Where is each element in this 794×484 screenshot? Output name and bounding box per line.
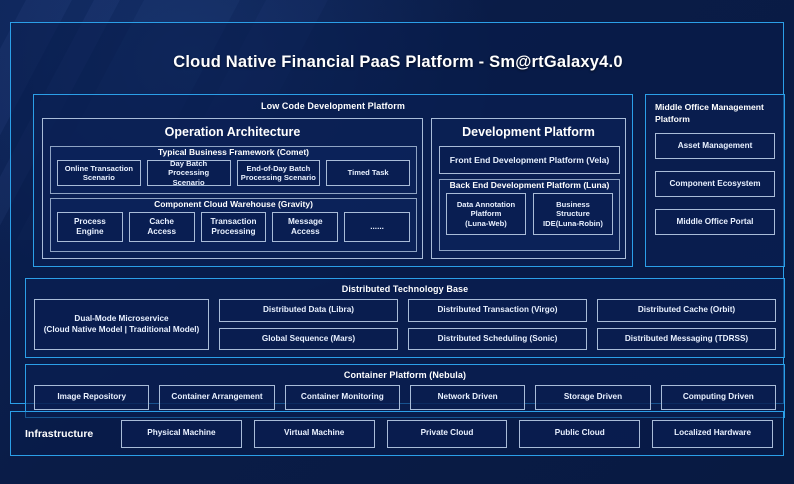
node-distributed-transaction[interactable]: Distributed Transaction (Virgo)	[408, 299, 587, 322]
node-global-sequence[interactable]: Global Sequence (Mars)	[219, 327, 398, 350]
node-distributed-cache[interactable]: Distributed Cache (Orbit)	[597, 299, 776, 322]
page-title: Cloud Native Financial PaaS Platform - S…	[173, 53, 623, 71]
section-title-low-code: Low Code Development Platform	[261, 101, 405, 111]
distributed-grid: Dual-Mode Microservice (Cloud Native Mod…	[34, 299, 776, 350]
chip-row-component-cloud: Process Engine Cache Access Transaction …	[51, 209, 416, 242]
section-distributed-technology-base: Distributed Technology Base Dual-Mode Mi…	[25, 278, 785, 358]
node-more-ellipsis[interactable]: ......	[344, 212, 410, 242]
chip-row-back-end-children: Data Annotation Platform (Luna-Web) Busi…	[440, 190, 619, 235]
panel-title-back-end-development-platform: Back End Development Platform (Luna)	[449, 180, 610, 190]
distributed-column-1: Distributed Data (Libra) Global Sequence…	[219, 299, 398, 350]
node-asset-management[interactable]: Asset Management	[655, 133, 775, 160]
node-timed-task[interactable]: Timed Task	[326, 160, 410, 186]
node-container-arrangement[interactable]: Container Arrangement	[159, 385, 275, 410]
platform-main-frame: Cloud Native Financial PaaS Platform - S…	[10, 22, 785, 418]
node-public-cloud[interactable]: Public Cloud	[519, 419, 641, 448]
section-low-code-development-platform: Low Code Development Platform Operation …	[33, 94, 633, 267]
node-virtual-machine[interactable]: Virtual Machine	[253, 419, 375, 448]
middle-office-item-list: Asset Management Component Ecosystem Mid…	[655, 133, 775, 236]
node-transaction-processing[interactable]: Transaction Processing	[200, 212, 267, 242]
node-distributed-data[interactable]: Distributed Data (Libra)	[219, 299, 398, 322]
node-day-batch-processing-scenario[interactable]: Day Batch Processing Scenario	[146, 159, 231, 187]
node-image-repository[interactable]: Image Repository	[34, 385, 150, 410]
block-operation-architecture: Operation Architecture Typical Business …	[42, 118, 423, 259]
section-infrastructure: Infrastructure Physical Machine Virtual …	[10, 411, 784, 456]
panel-typical-business-framework: Typical Business Framework (Comet) Onlin…	[50, 146, 417, 194]
node-physical-machine[interactable]: Physical Machine	[121, 419, 242, 448]
node-localized-hardware[interactable]: Localized Hardware	[652, 419, 773, 448]
infrastructure-label: Infrastructure	[25, 427, 94, 440]
block-title-operation-architecture: Operation Architecture	[164, 125, 301, 139]
distributed-column-3: Distributed Cache (Orbit) Distributed Me…	[597, 299, 776, 350]
node-storage-driven[interactable]: Storage Driven	[535, 385, 651, 410]
chip-row-typical-business: Online Transaction Scenario Day Batch Pr…	[51, 157, 416, 187]
section-container-platform: Container Platform (Nebula) Image Reposi…	[25, 364, 785, 418]
node-online-transaction-scenario[interactable]: Online Transaction Scenario	[57, 160, 141, 186]
section-middle-office-management-platform: Middle Office Management Platform Asset …	[645, 94, 785, 267]
node-cache-access[interactable]: Cache Access	[128, 212, 195, 242]
node-component-ecosystem[interactable]: Component Ecosystem	[655, 171, 775, 198]
block-title-development-platform: Development Platform	[462, 125, 595, 139]
node-middle-office-portal[interactable]: Middle Office Portal	[655, 209, 775, 236]
panel-title-typical-business-framework: Typical Business Framework (Comet)	[158, 147, 309, 157]
node-distributed-scheduling[interactable]: Distributed Scheduling (Sonic)	[408, 327, 587, 350]
section-title-distributed-technology-base: Distributed Technology Base	[341, 284, 469, 294]
node-message-access[interactable]: Message Access	[272, 212, 339, 242]
distributed-column-2: Distributed Transaction (Virgo) Distribu…	[408, 299, 587, 350]
node-computing-driven[interactable]: Computing Driven	[660, 385, 776, 410]
node-front-end-development-platform[interactable]: Front End Development Platform (Vela)	[439, 146, 620, 174]
node-process-engine[interactable]: Process Engine	[57, 212, 123, 242]
node-end-of-day-batch-processing-scenario[interactable]: End-of-Day Batch Processing Scenario	[236, 160, 321, 186]
node-network-driven[interactable]: Network Driven	[409, 385, 526, 410]
container-node-row: Image Repository Container Arrangement C…	[34, 385, 776, 410]
node-dual-mode-microservice[interactable]: Dual-Mode Microservice (Cloud Native Mod…	[34, 299, 209, 350]
panel-back-end-development-platform: Back End Development Platform (Luna) Dat…	[439, 179, 620, 251]
node-business-structure-ide[interactable]: Business Structure IDE(Luna-Robin)	[533, 193, 613, 235]
panel-title-component-cloud-warehouse: Component Cloud Warehouse (Gravity)	[154, 199, 313, 209]
section-title-container-platform: Container Platform (Nebula)	[343, 370, 467, 380]
panel-component-cloud-warehouse: Component Cloud Warehouse (Gravity) Proc…	[50, 198, 417, 252]
node-private-cloud[interactable]: Private Cloud	[386, 419, 508, 448]
node-data-annotation-platform[interactable]: Data Annotation Platform (Luna-Web)	[446, 193, 526, 235]
block-development-platform: Development Platform Front End Developme…	[431, 118, 626, 259]
infrastructure-node-row: Physical Machine Virtual Machine Private…	[121, 419, 773, 448]
section-title-middle-office: Middle Office Management Platform	[655, 102, 764, 124]
node-distributed-messaging[interactable]: Distributed Messaging (TDRSS)	[597, 327, 776, 350]
node-container-monitoring[interactable]: Container Monitoring	[284, 385, 400, 410]
